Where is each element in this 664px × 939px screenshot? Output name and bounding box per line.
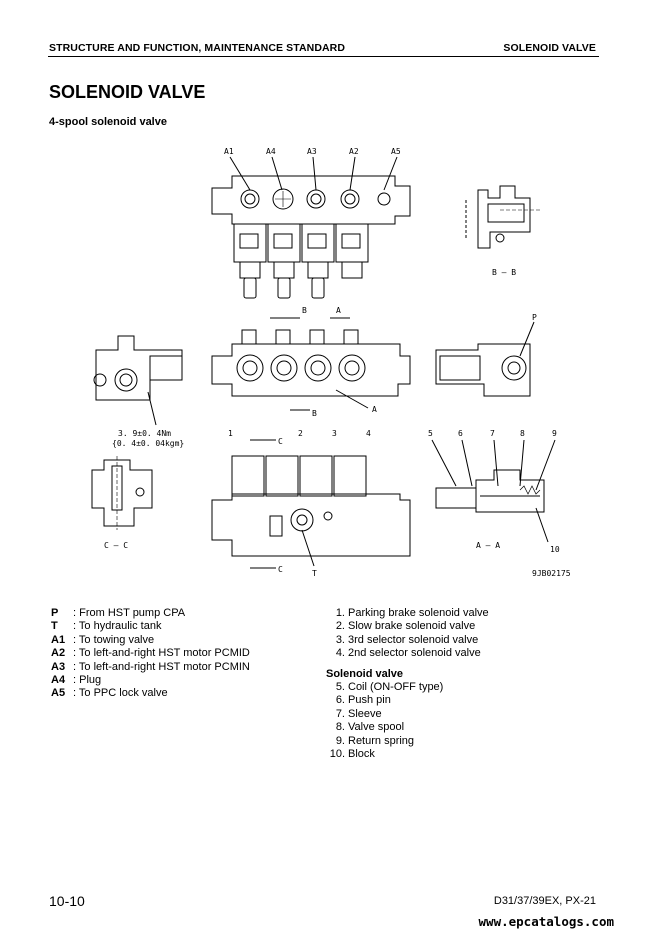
aa-num-7: 7 [490, 429, 495, 438]
top-label-a5: A5 [391, 147, 401, 156]
aa-num-10: 10 [550, 545, 560, 554]
torque-value-kgm: {0. 4±0. 04kgm} [112, 439, 184, 448]
legend-item: 8.Valve spool [335, 721, 405, 734]
page-subtitle: 4-spool solenoid valve [49, 116, 167, 128]
legend-item: 4.2nd selector solenoid valve [335, 647, 481, 660]
front-label-b-bottom: B [312, 409, 317, 418]
section-cc-view: C – C [91, 456, 153, 550]
header-rule [48, 56, 599, 58]
legend-item: A2: To left-and-right HST motor PCMID [51, 647, 250, 660]
top-label-a4: A4 [266, 147, 276, 156]
legend-item: P: From HST pump CPA [51, 607, 186, 619]
drawing-code: 9JB02175 [532, 569, 571, 578]
legend-item: T: To hydraulic tank [51, 620, 162, 633]
section-aa-view: 5 6 7 8 9 10 A – A [428, 429, 560, 554]
section-bb-label: B – B [492, 268, 516, 277]
legend-item: 3.3rd selector solenoid valve [335, 633, 479, 646]
section-cc-label: C – C [104, 541, 128, 550]
header-section-title: STRUCTURE AND FUNCTION, MAINTENANCE STAN… [49, 42, 346, 54]
legend-item: 6.Push pin [335, 694, 391, 707]
watermark-link[interactable]: www.epcatalogs.com [478, 914, 614, 929]
bottom-num-2: 2 [298, 429, 303, 438]
component-legend: 1.Parking brake solenoid valve 2.Slow br… [326, 607, 489, 761]
bottom-label-c-top: C [278, 437, 283, 446]
aa-num-9: 9 [552, 429, 557, 438]
front-label-a-bottom: A [372, 405, 377, 414]
legend-item: 7.Sleeve [335, 707, 382, 720]
legend-item: A5: To PPC lock valve [51, 687, 168, 700]
legend-item: 1.Parking brake solenoid valve [335, 607, 489, 619]
aa-num-6: 6 [458, 429, 463, 438]
bottom-num-3: 3 [332, 429, 337, 438]
front-view: B A B A [211, 306, 411, 418]
legend-item: A1: To towing valve [51, 633, 155, 646]
top-label-a3: A3 [307, 147, 317, 156]
right-side-view: P [435, 313, 537, 397]
front-label-a-top: A [336, 306, 341, 315]
port-legend: P: From HST pump CPA T: To hydraulic tan… [51, 607, 250, 701]
front-label-b-top: B [302, 306, 307, 315]
legend-item: 10.Block [329, 748, 375, 761]
page-number: 10-10 [49, 893, 85, 909]
left-side-view: 3. 9±0. 4Nm {0. 4±0. 04kgm} [93, 335, 184, 448]
port-p-label: P [532, 313, 537, 322]
page-title: SOLENOID VALVE [49, 82, 206, 102]
aa-num-8: 8 [520, 429, 525, 438]
section-bb-view: B – B [465, 185, 540, 277]
torque-value: 3. 9±0. 4Nm [118, 429, 171, 438]
port-t-label: T [312, 569, 317, 578]
top-label-a2: A2 [349, 147, 359, 156]
bottom-label-c-bottom: C [278, 565, 283, 574]
section-aa-label: A – A [476, 541, 500, 550]
legend-item: 9.Return spring [335, 734, 415, 747]
top-view: A1 A4 A3 A2 A5 [211, 147, 411, 299]
solenoid-valve-drawing: A1 A4 A3 A2 A5 B – B [91, 147, 571, 578]
legend-item: A4: Plug [51, 674, 102, 687]
legend-item: 2.Slow brake solenoid valve [335, 620, 476, 633]
bottom-view: 1 2 3 4 C C T 9JB02175 [211, 429, 571, 578]
top-label-a1: A1 [224, 147, 234, 156]
bottom-num-1: 1 [228, 429, 233, 438]
solenoid-heading: Solenoid valve [326, 667, 404, 680]
aa-num-5: 5 [428, 429, 433, 438]
legend-item: A3: To left-and-right HST motor PCMIN [51, 660, 250, 673]
bottom-num-4: 4 [366, 429, 371, 438]
model-code: D31/37/39EX, PX-21 [493, 895, 596, 907]
header-topic: SOLENOID VALVE [503, 42, 596, 54]
legend-item: 5.Coil (ON-OFF type) [335, 681, 444, 694]
